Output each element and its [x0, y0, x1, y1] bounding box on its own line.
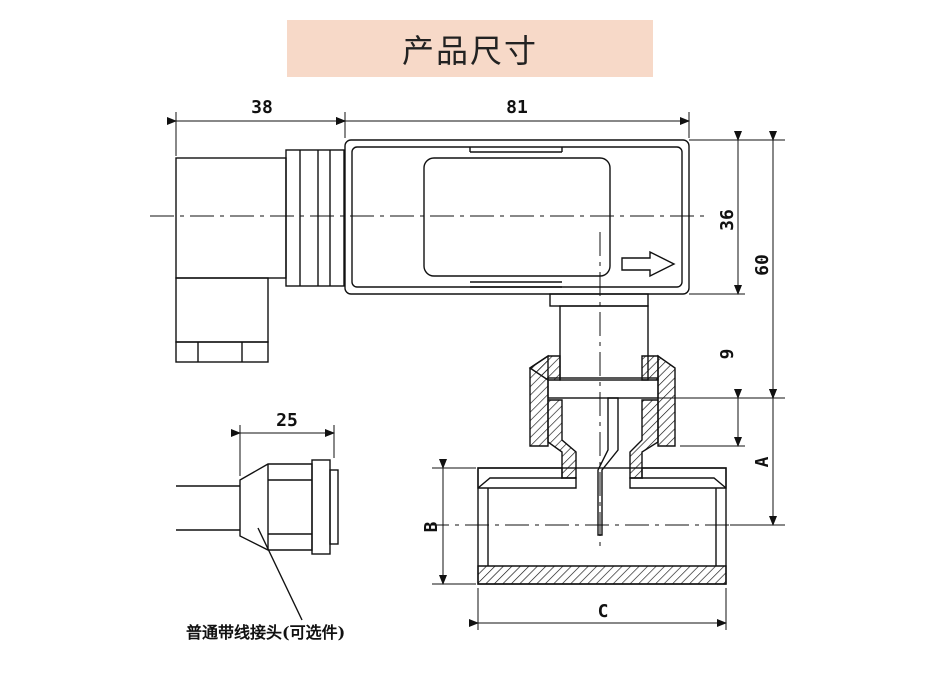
dimension-lines: [167, 112, 785, 630]
dim-38-label: 38: [251, 97, 273, 118]
optional-connector-note: 普通带线接头(可选件): [186, 623, 345, 642]
connector-plug: [175, 149, 345, 363]
dim-9-label: 9: [717, 349, 738, 360]
note-leader-line: [257, 527, 303, 621]
dim-25-label: 25: [276, 410, 298, 431]
dim-60-label: 60: [752, 254, 773, 276]
dim-81-label: 81: [506, 97, 528, 118]
dim-36-label: 36: [717, 209, 738, 231]
title-banner: 产品尺寸: [287, 20, 653, 77]
sensor-housing: [344, 139, 690, 295]
dim-c-label: C: [598, 601, 609, 622]
dim-b-label: B: [421, 521, 442, 532]
dim-a-label: A: [752, 456, 773, 467]
page-title: 产品尺寸: [401, 31, 538, 70]
pipe-body: [477, 467, 727, 585]
stem-assembly: [528, 293, 676, 536]
cable-connector-detail: [176, 459, 339, 555]
center-lines: [150, 215, 755, 548]
